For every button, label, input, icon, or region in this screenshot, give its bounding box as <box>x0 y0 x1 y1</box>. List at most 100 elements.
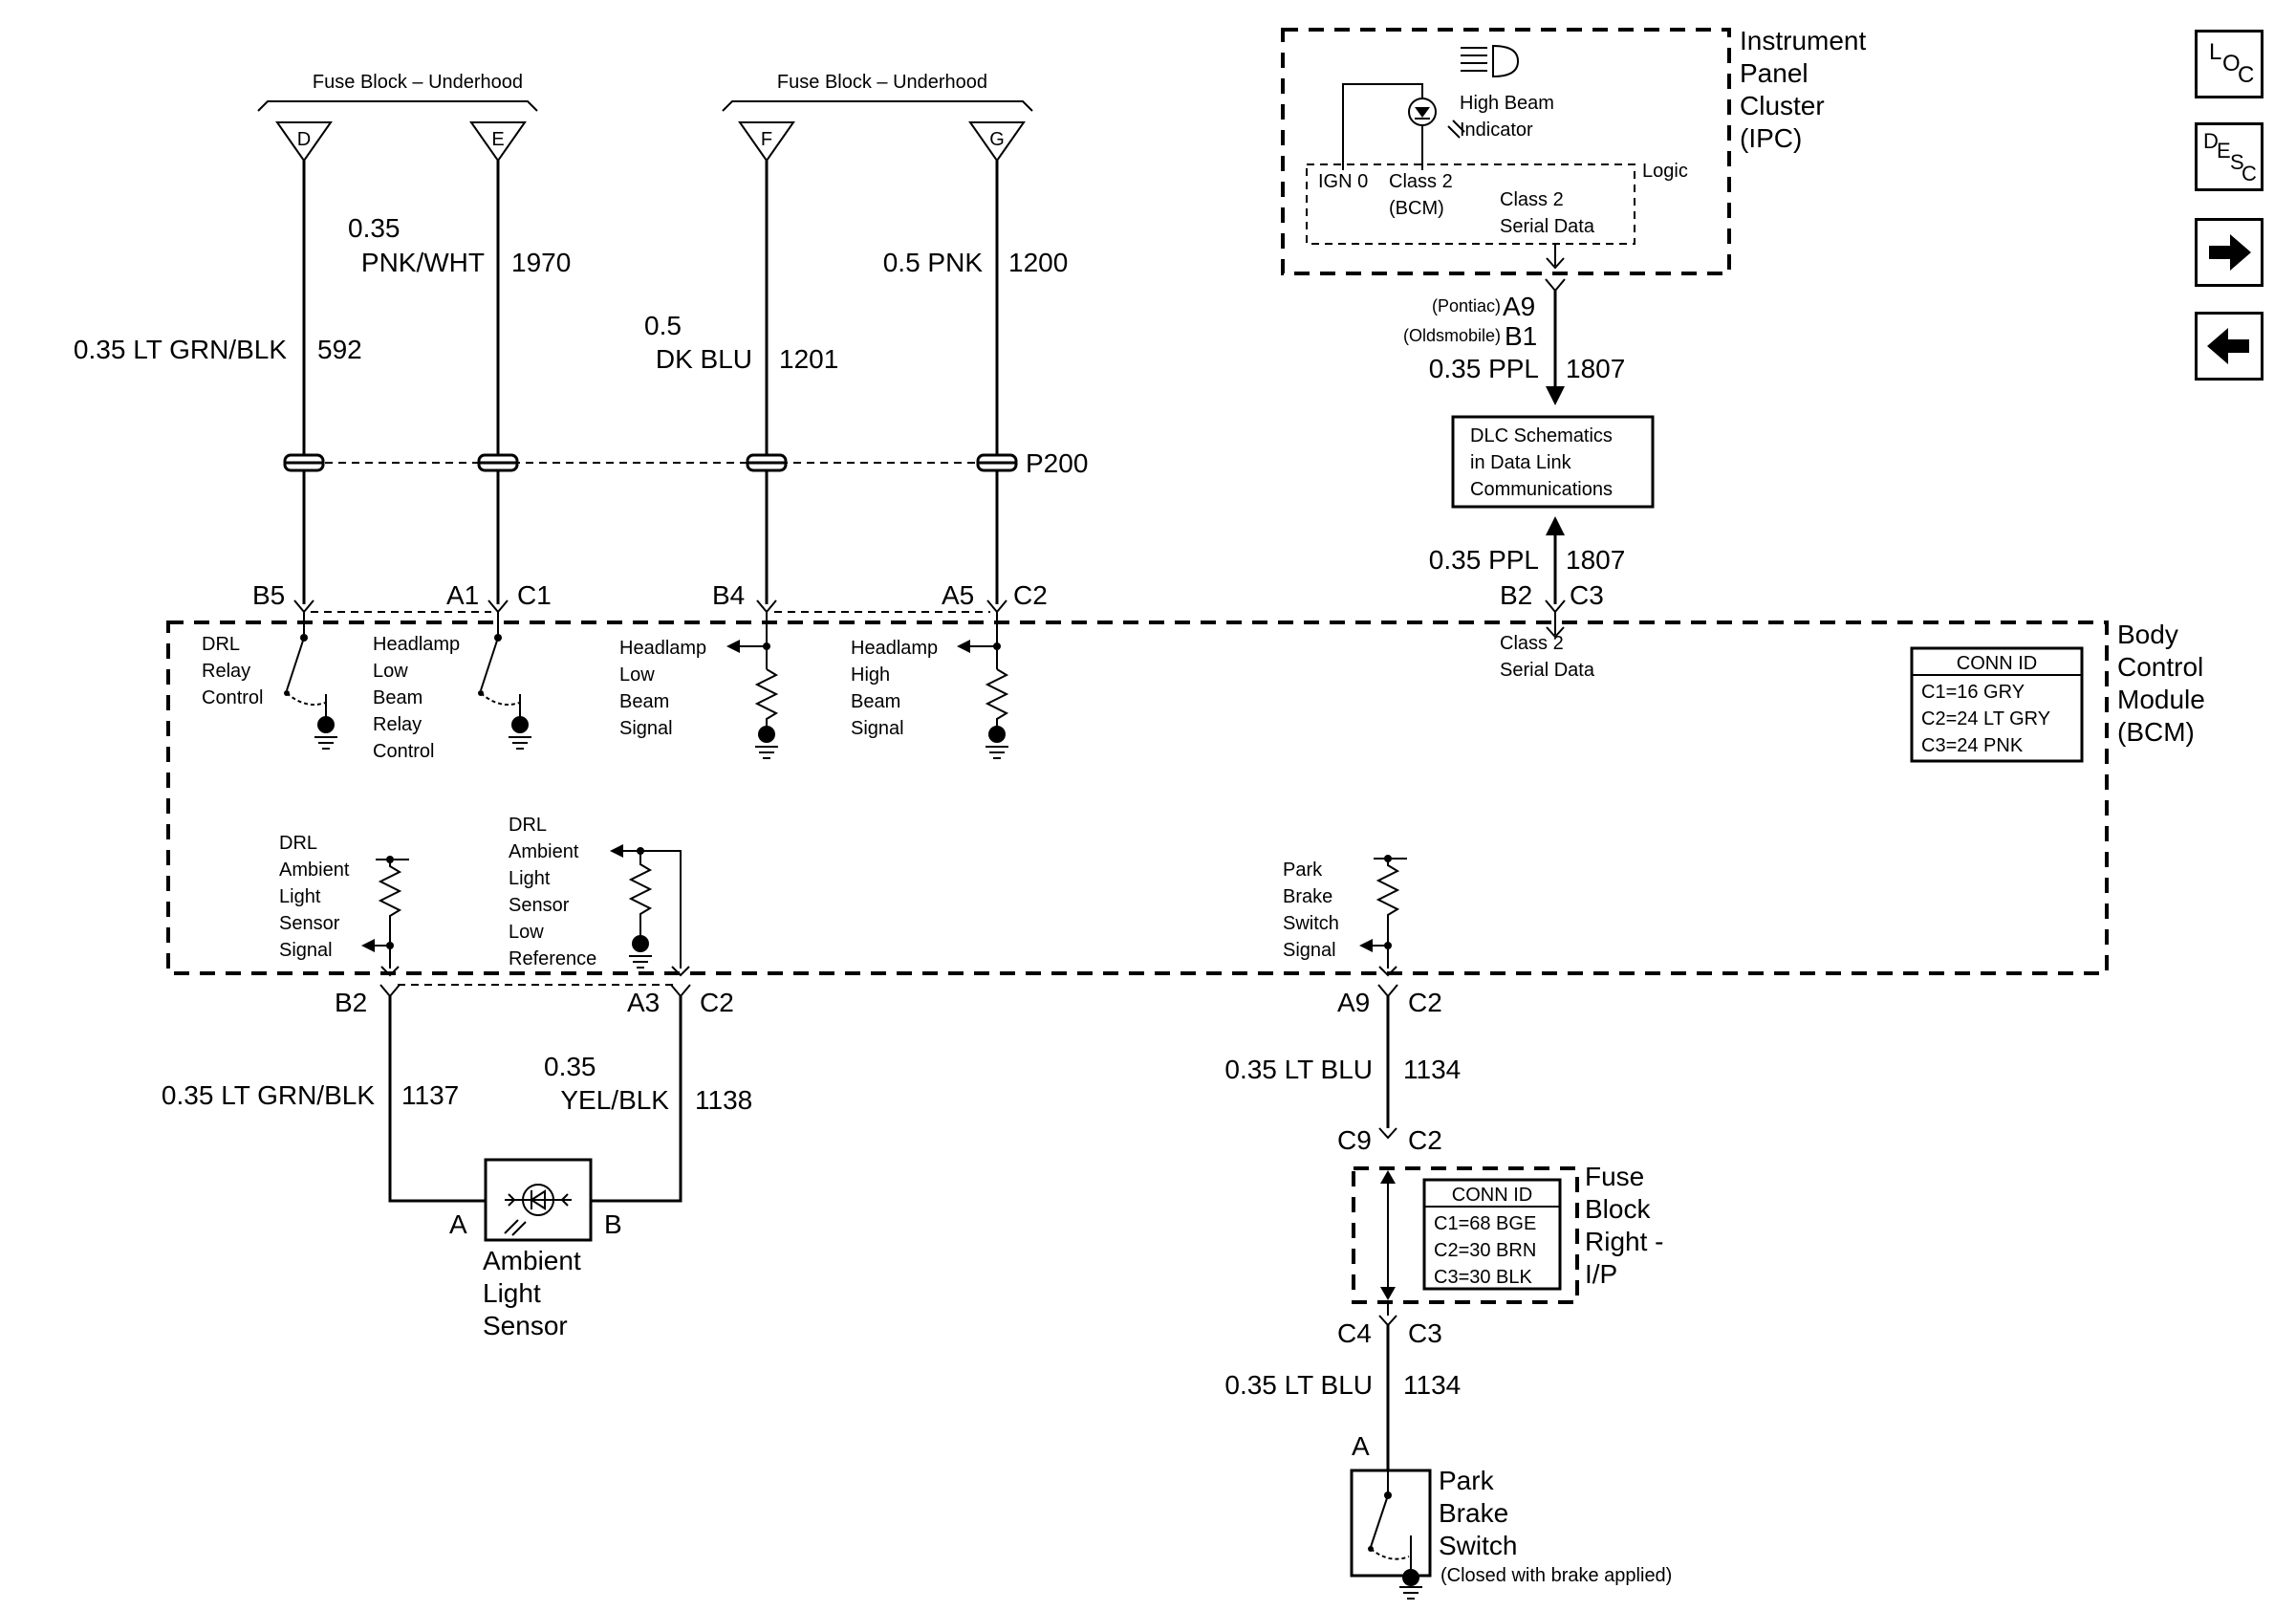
svg-text:A1: A1 <box>446 580 479 610</box>
svg-text:Signal: Signal <box>1283 940 1336 961</box>
wire-1201-label: 0.5 DK BLU 1201 <box>644 311 838 374</box>
svg-text:B: B <box>604 1209 622 1239</box>
svg-text:C: C <box>2242 162 2257 185</box>
wire-1807-upper: (Pontiac) A9 (Oldsmobile) B1 0.35 PPL 18… <box>1403 244 1625 405</box>
svg-text:1807: 1807 <box>1566 545 1625 575</box>
fuse-block-right-ip-pins-bottom: C4 C3 <box>1337 1302 1442 1348</box>
svg-text:C3=30 BLK: C3=30 BLK <box>1434 1267 1533 1288</box>
ambient-light-sensor: A B Ambient Light Sensor <box>449 1158 622 1340</box>
desc-icon: D E S C <box>2203 129 2257 185</box>
svg-text:Class 2: Class 2 <box>1500 189 1564 210</box>
svg-text:Relay: Relay <box>202 661 250 682</box>
svg-text:PNK/WHT: PNK/WHT <box>361 248 485 277</box>
svg-text:Indicator: Indicator <box>1460 120 1533 141</box>
svg-text:C1: C1 <box>517 580 552 610</box>
svg-text:Block: Block <box>1585 1194 1651 1224</box>
svg-text:B2: B2 <box>335 988 367 1017</box>
svg-text:Low: Low <box>373 661 408 682</box>
svg-text:C: C <box>2238 62 2254 88</box>
svg-text:D: D <box>297 129 311 150</box>
svg-text:Beam: Beam <box>619 691 669 712</box>
svg-text:C3: C3 <box>1408 1318 1442 1348</box>
svg-text:DRL: DRL <box>509 815 547 836</box>
previous-page-button[interactable] <box>2195 312 2264 381</box>
svg-text:Low: Low <box>509 922 544 943</box>
park-brake-signal-resistor: Park Brake Switch Signal <box>1283 855 1407 969</box>
svg-text:S: S <box>2230 150 2244 174</box>
svg-text:0.5: 0.5 <box>644 311 682 340</box>
svg-text:E: E <box>491 129 504 150</box>
wire-1200-label: 0.5 PNK 1200 <box>883 248 1069 277</box>
svg-text:0.35: 0.35 <box>544 1052 596 1081</box>
svg-text:Sensor: Sensor <box>483 1311 568 1340</box>
fuse-g: G <box>968 121 1026 163</box>
svg-text:High Beam: High Beam <box>1460 93 1554 114</box>
svg-text:Control: Control <box>202 687 263 708</box>
headlamp-high-beam-signal-resistor: Headlamp High Beam Signal <box>851 612 1009 759</box>
headlamp-icon <box>1461 44 1520 78</box>
wire-1138-label: 0.35 YEL/BLK 1138 <box>544 1052 752 1115</box>
fuse-block-right-title: Fuse Block – Underhood <box>777 72 987 93</box>
svg-text:Serial Data: Serial Data <box>1500 660 1595 681</box>
svg-text:A9: A9 <box>1503 292 1535 321</box>
svg-text:DK BLU: DK BLU <box>656 344 752 374</box>
svg-text:G: G <box>989 129 1005 150</box>
svg-text:C2: C2 <box>1408 1125 1442 1155</box>
svg-text:0.35 LT BLU: 0.35 LT BLU <box>1224 1055 1373 1084</box>
connector-p200: P200 <box>283 448 1088 478</box>
svg-text:DRL: DRL <box>202 634 240 655</box>
svg-text:Signal: Signal <box>279 940 333 961</box>
svg-text:B5: B5 <box>252 580 285 610</box>
wire-1134-lower-label: 0.35 LT BLU 1134 <box>1224 1370 1461 1400</box>
svg-text:C3: C3 <box>1570 580 1604 610</box>
svg-text:Headlamp: Headlamp <box>619 638 706 659</box>
svg-text:B2: B2 <box>1500 580 1532 610</box>
svg-text:0.35: 0.35 <box>348 213 401 243</box>
p200-label: P200 <box>1026 448 1088 478</box>
svg-text:CONN ID: CONN ID <box>1957 653 2037 674</box>
svg-text:1807: 1807 <box>1566 354 1625 383</box>
svg-text:Ambient: Ambient <box>483 1246 581 1275</box>
svg-text:0.35 LT GRN/BLK: 0.35 LT GRN/BLK <box>162 1080 375 1110</box>
next-page-button[interactable] <box>2195 218 2264 287</box>
park-brake-switch: A Park Brake Switch (Closed with brake a… <box>1350 1431 1672 1600</box>
wire-1807-lower: 0.35 PPL 1807 B2 C3 <box>1429 516 1625 639</box>
svg-text:Reference: Reference <box>509 948 596 969</box>
svg-text:(BCM): (BCM) <box>1389 198 1444 219</box>
svg-text:C2: C2 <box>1408 988 1442 1017</box>
svg-text:DRL: DRL <box>279 833 317 854</box>
bcm-top-pins: B5 A1 C1 B4 A5 C2 <box>252 580 1048 614</box>
svg-text:Park: Park <box>1439 1466 1495 1495</box>
svg-text:CONN ID: CONN ID <box>1452 1185 1532 1206</box>
svg-text:Headlamp: Headlamp <box>851 638 938 659</box>
svg-text:1201: 1201 <box>779 344 838 374</box>
svg-text:F: F <box>761 129 772 150</box>
fuse-e: E <box>469 121 527 163</box>
location-button[interactable]: L O C <box>2195 30 2264 98</box>
svg-text:A: A <box>1352 1431 1370 1461</box>
svg-text:1200: 1200 <box>1008 248 1068 277</box>
svg-text:B4: B4 <box>712 580 745 610</box>
svg-text:Ambient: Ambient <box>279 860 350 881</box>
svg-text:Light: Light <box>483 1278 541 1308</box>
svg-text:C2=30 BRN: C2=30 BRN <box>1434 1240 1536 1261</box>
svg-text:0.5 PNK: 0.5 PNK <box>883 248 984 277</box>
wire-592-label: 0.35 LT GRN/BLK 592 <box>74 335 362 364</box>
fuse-block-left-title: Fuse Block – Underhood <box>313 72 523 93</box>
svg-text:Brake: Brake <box>1283 886 1332 907</box>
wire-1970-label: 0.35 PNK/WHT 1970 <box>348 213 571 277</box>
description-button[interactable]: D E S C <box>2195 122 2264 191</box>
svg-text:Instrument: Instrument <box>1740 26 1866 55</box>
svg-text:Headlamp: Headlamp <box>373 634 460 655</box>
svg-text:Module: Module <box>2117 685 2205 714</box>
svg-text:I/P: I/P <box>1585 1259 1617 1289</box>
svg-text:(Closed with brake applied): (Closed with brake applied) <box>1440 1565 1672 1586</box>
svg-text:C9: C9 <box>1337 1125 1372 1155</box>
svg-text:A: A <box>449 1209 467 1239</box>
svg-text:(BCM): (BCM) <box>2117 717 2195 747</box>
bcm-bottom-pins: B2 A3 C2 A9 C2 <box>335 966 1442 1017</box>
svg-text:Serial Data: Serial Data <box>1500 216 1595 237</box>
svg-text:Sensor: Sensor <box>279 913 340 934</box>
svg-text:IGN 0: IGN 0 <box>1318 171 1368 192</box>
